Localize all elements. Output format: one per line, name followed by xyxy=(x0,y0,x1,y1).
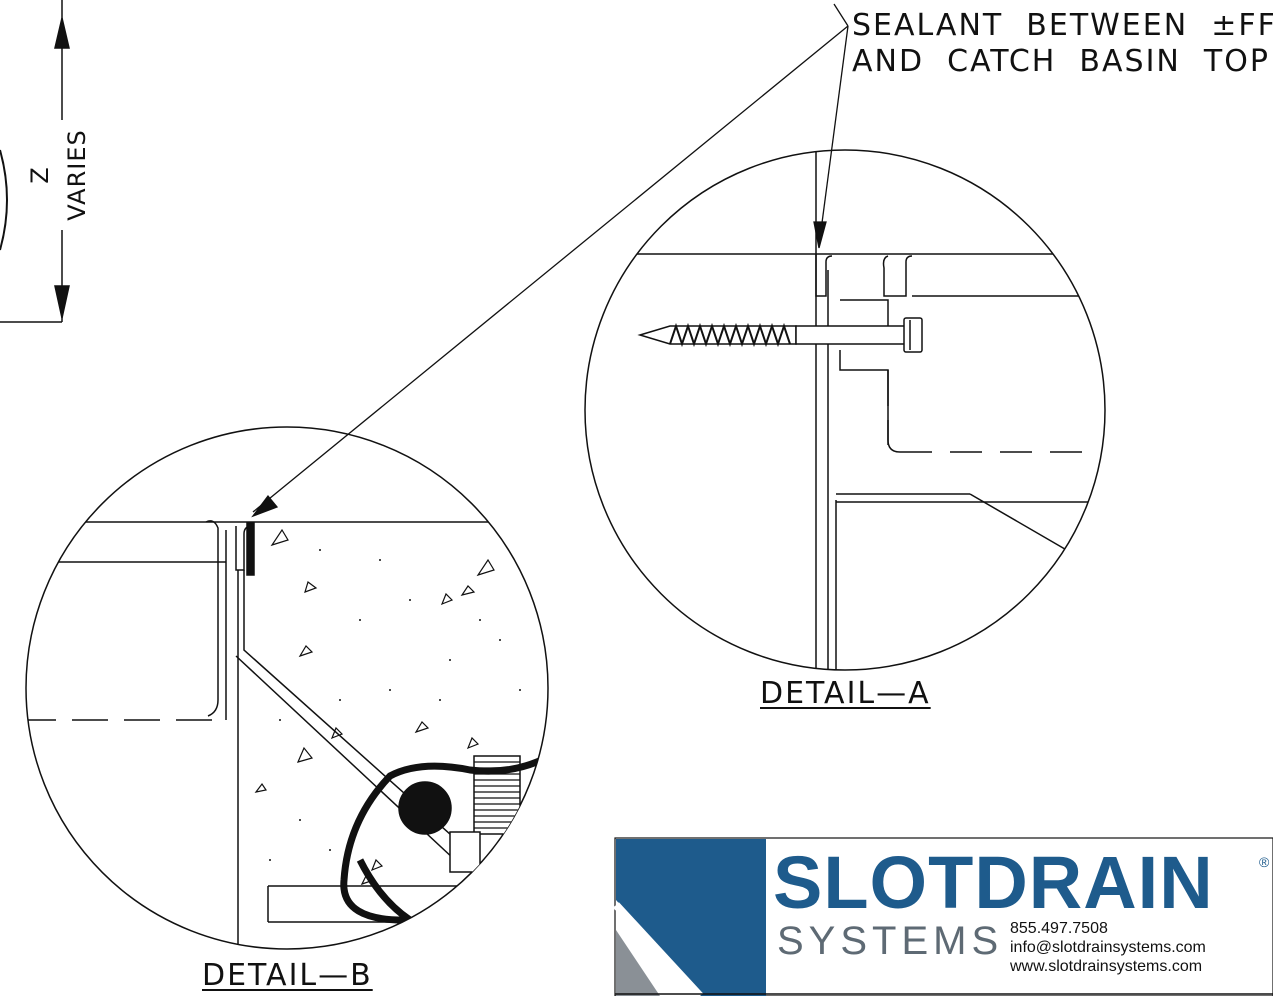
detail-a-drawing xyxy=(584,149,1106,671)
dimension-label-z: Z xyxy=(26,166,54,184)
detail-a-label: DETAIL—A xyxy=(760,676,931,711)
callout-text-line2: AND CATCH BASIN TOP xyxy=(852,44,1270,79)
registered-mark: ® xyxy=(1259,854,1270,870)
brand-name: SLOTDRAIN xyxy=(773,841,1214,924)
detail-b-label: DETAIL—B xyxy=(202,958,373,993)
dimension-label-varies: VARIES xyxy=(63,129,91,221)
contact-email: info@slotdrainsystems.com xyxy=(1010,939,1206,956)
logo-panel xyxy=(613,837,1273,996)
contact-website: www.slotdrainsystems.com xyxy=(1010,958,1203,975)
detail-b-drawing xyxy=(25,426,549,950)
brand-subtitle: SYSTEMS xyxy=(777,919,1004,963)
contact-phone: 855.497.7508 xyxy=(1010,920,1108,937)
dimension-z xyxy=(0,0,70,323)
callout-leaders xyxy=(251,3,849,518)
callout-text-line1: SEALANT BETWEEN ±FFL xyxy=(852,8,1273,43)
